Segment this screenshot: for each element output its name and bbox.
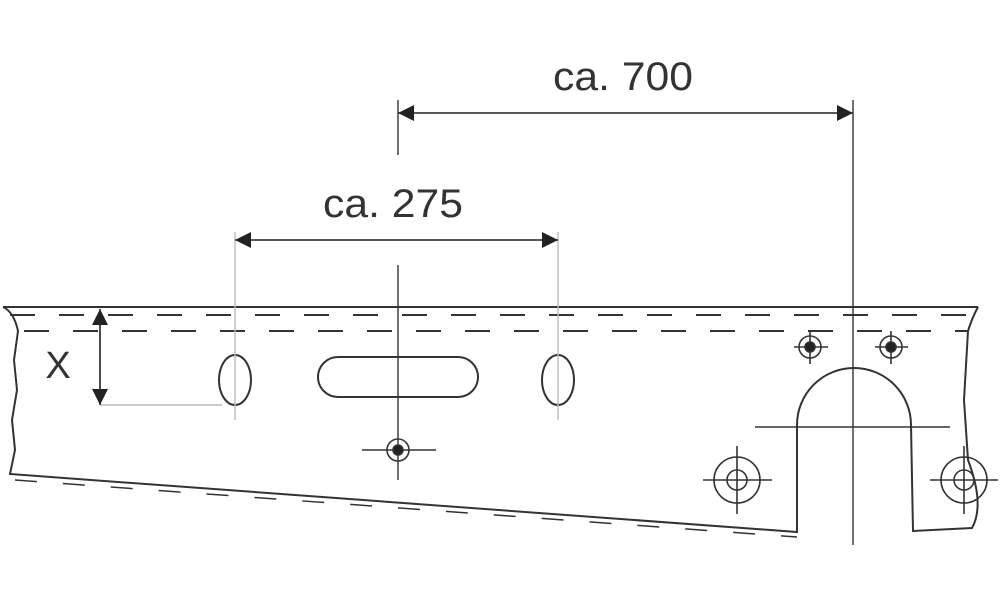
dimension-label-700: ca. 700 [553,55,693,99]
dimension-label-x: X [45,345,70,387]
center-lines [397,100,950,545]
dimension-label-275: ca. 275 [323,182,463,226]
bracket-outline [2,306,979,534]
hole-small-right [875,331,908,364]
hole-small-center [362,438,436,462]
extension-lines [100,232,559,420]
hole-small-left [794,331,828,364]
hole-large-right [930,446,998,514]
hidden-edge-lines [10,314,975,538]
hole-large-left [703,446,772,514]
